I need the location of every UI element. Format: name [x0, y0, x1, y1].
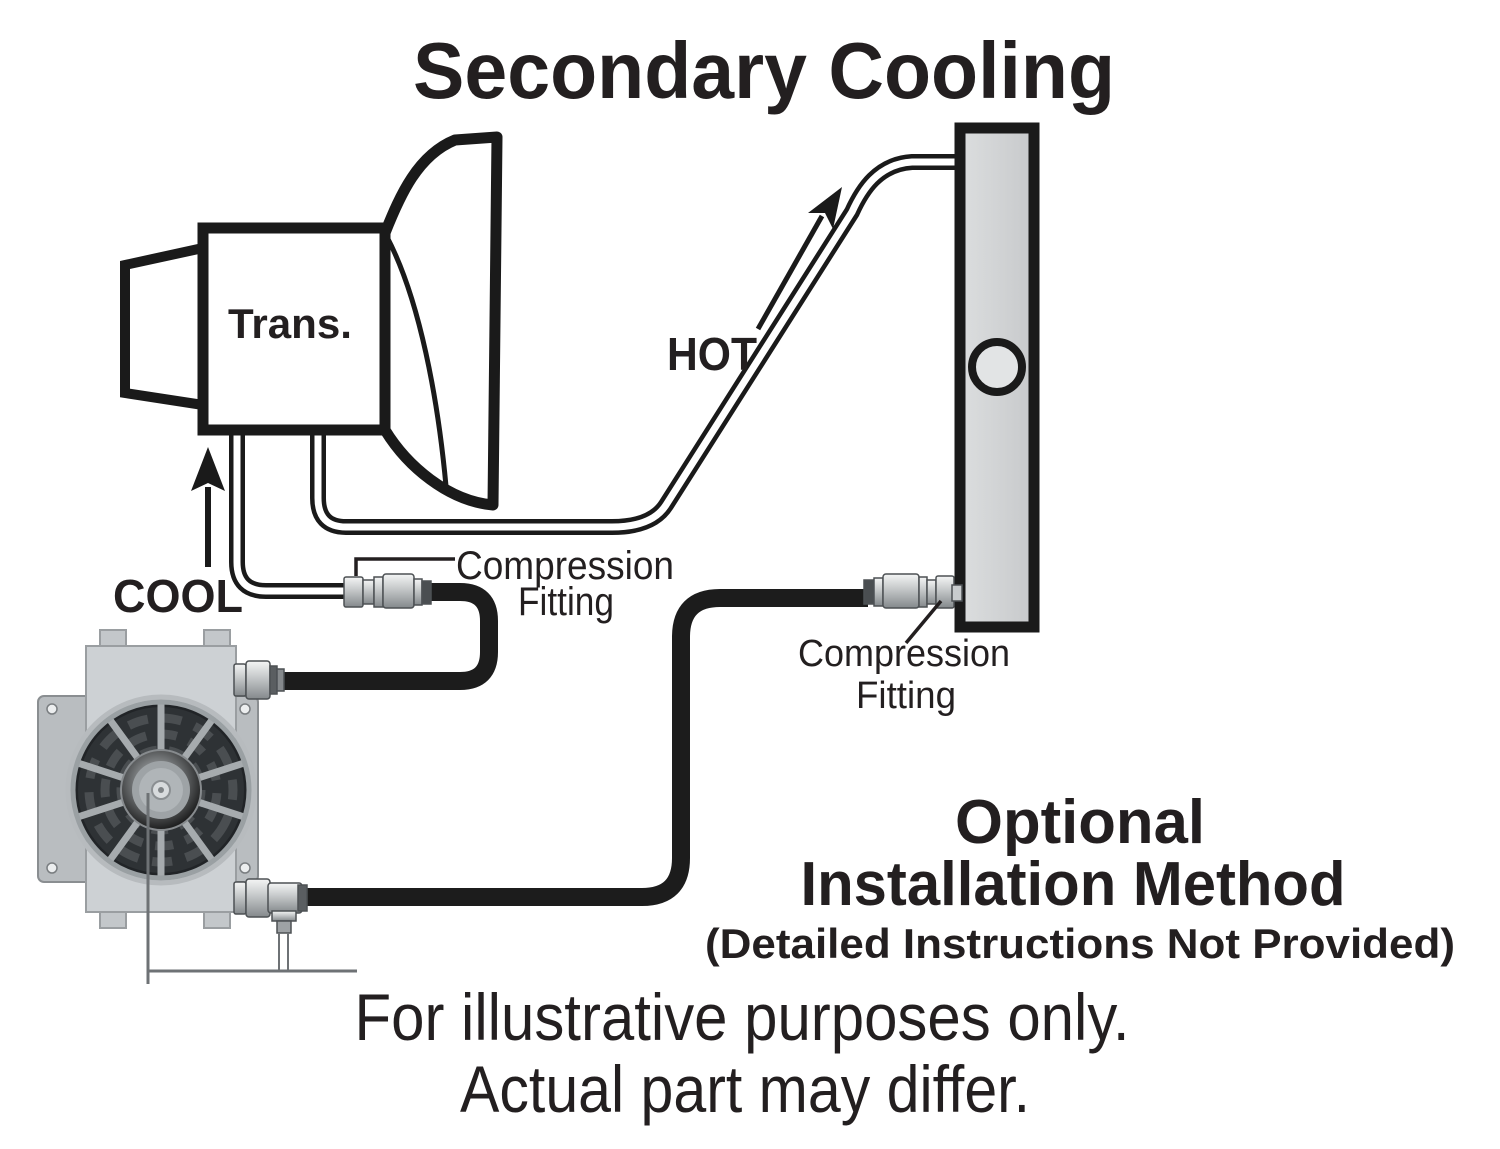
transmission-cooler — [37, 629, 308, 934]
cool-steel-line — [229, 430, 352, 599]
cooler-mount-holes — [46, 703, 251, 874]
cool-label: COOL — [113, 570, 243, 622]
svg-text:Compression: Compression — [798, 633, 1010, 675]
transmission: Trans. — [120, 131, 503, 511]
compression-fitting-label-left: Compression Fitting — [456, 544, 674, 624]
svg-text:Actual part may differ.: Actual part may differ. — [460, 1052, 1030, 1126]
leader-right-fitting — [904, 599, 943, 645]
transmission-label: Trans. — [228, 300, 352, 347]
leader-cooler-callouts — [146, 793, 357, 984]
cooler-outlet-elbow-fitting — [233, 878, 308, 934]
svg-text:Optional: Optional — [955, 788, 1205, 857]
disclaimer-footer: For illustrative purposes only. Actual p… — [355, 980, 1130, 1126]
cool-flow-arrow — [191, 447, 225, 567]
cooler-inlet-fitting — [233, 660, 285, 700]
transmission-tailshaft — [120, 241, 208, 411]
compression-fitting-left — [343, 573, 432, 609]
radiator-end-tank — [954, 122, 1040, 633]
optional-installation-note: Optional Installation Method (Detailed I… — [705, 788, 1455, 967]
compression-fitting-right — [863, 573, 963, 609]
svg-text:For illustrative purposes only: For illustrative purposes only. — [355, 980, 1130, 1054]
leader-left-fitting — [354, 557, 455, 576]
fan-hub — [120, 749, 202, 831]
svg-text:Installation Method: Installation Method — [801, 850, 1346, 919]
hot-label: HOT — [667, 328, 757, 380]
svg-text:Fitting: Fitting — [856, 675, 956, 717]
transmission-bellhousing — [379, 131, 503, 511]
compression-fitting-label-right: Compression Fitting — [798, 633, 1010, 717]
svg-text:(Detailed Instructions Not Pro: (Detailed Instructions Not Provided) — [705, 920, 1455, 967]
page-title: Secondary Cooling — [413, 26, 1115, 115]
svg-text:Compression: Compression — [456, 544, 674, 588]
hose-cooler-inlet — [280, 583, 498, 690]
svg-text:Fitting: Fitting — [518, 580, 614, 624]
cooler-fan — [65, 694, 257, 886]
leader-lines — [146, 557, 943, 984]
hose-cooler-outlet — [298, 589, 868, 906]
hot-flow-arrow — [755, 187, 842, 331]
bellhousing-contour-line — [384, 235, 449, 487]
hot-steel-line — [310, 154, 961, 535]
radiator-port — [968, 338, 1026, 396]
transmission-body — [197, 222, 391, 436]
